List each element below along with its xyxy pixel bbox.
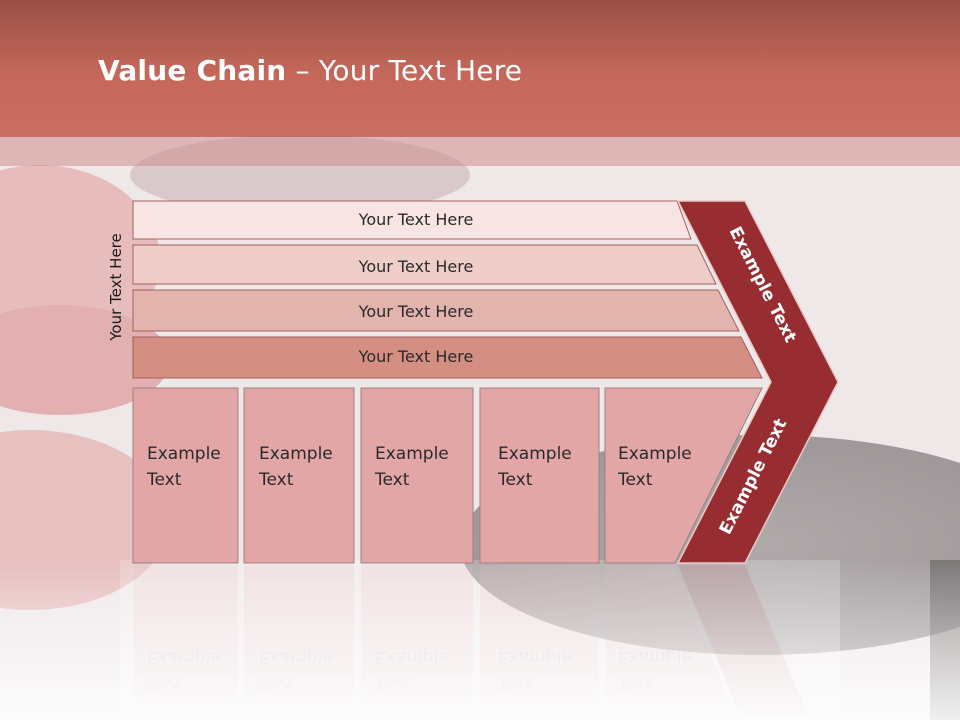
column-1[interactable] (132, 387, 239, 564)
column-2-line1: Example (259, 444, 333, 464)
row-1[interactable] (132, 200, 692, 240)
column-5-line1: Example (618, 444, 692, 464)
chevron-arrow[interactable] (676, 200, 839, 564)
column-3[interactable] (360, 387, 474, 564)
row-2[interactable] (132, 244, 717, 285)
header-band (0, 137, 960, 166)
column-1-line1: Example (147, 444, 221, 464)
column-2-line2: Text (258, 470, 294, 490)
column-2[interactable] (243, 387, 355, 564)
row-3-label: Your Text Here (358, 302, 474, 321)
column-5[interactable] (604, 387, 763, 564)
row-2-label: Your Text Here (358, 257, 474, 276)
column-3-line1: Example (375, 444, 449, 464)
row-3[interactable] (132, 289, 740, 332)
row-4-label: Your Text Here (358, 347, 474, 366)
column-5-line2: Text (617, 470, 653, 490)
row-1-label: Your Text Here (358, 210, 474, 229)
header-bar (0, 0, 960, 137)
title-rest: – Your Text Here (286, 54, 523, 87)
title-bold: Value Chain (98, 54, 287, 87)
column-3-line2: Text (374, 470, 410, 490)
row-4[interactable] (132, 336, 763, 379)
column-4[interactable] (479, 387, 600, 564)
column-4-line2: Text (497, 470, 533, 490)
column-4-line1: Example (498, 444, 572, 464)
page-title: Value Chain – Your Text Here (98, 54, 522, 87)
column-1-line2: Text (146, 470, 182, 490)
